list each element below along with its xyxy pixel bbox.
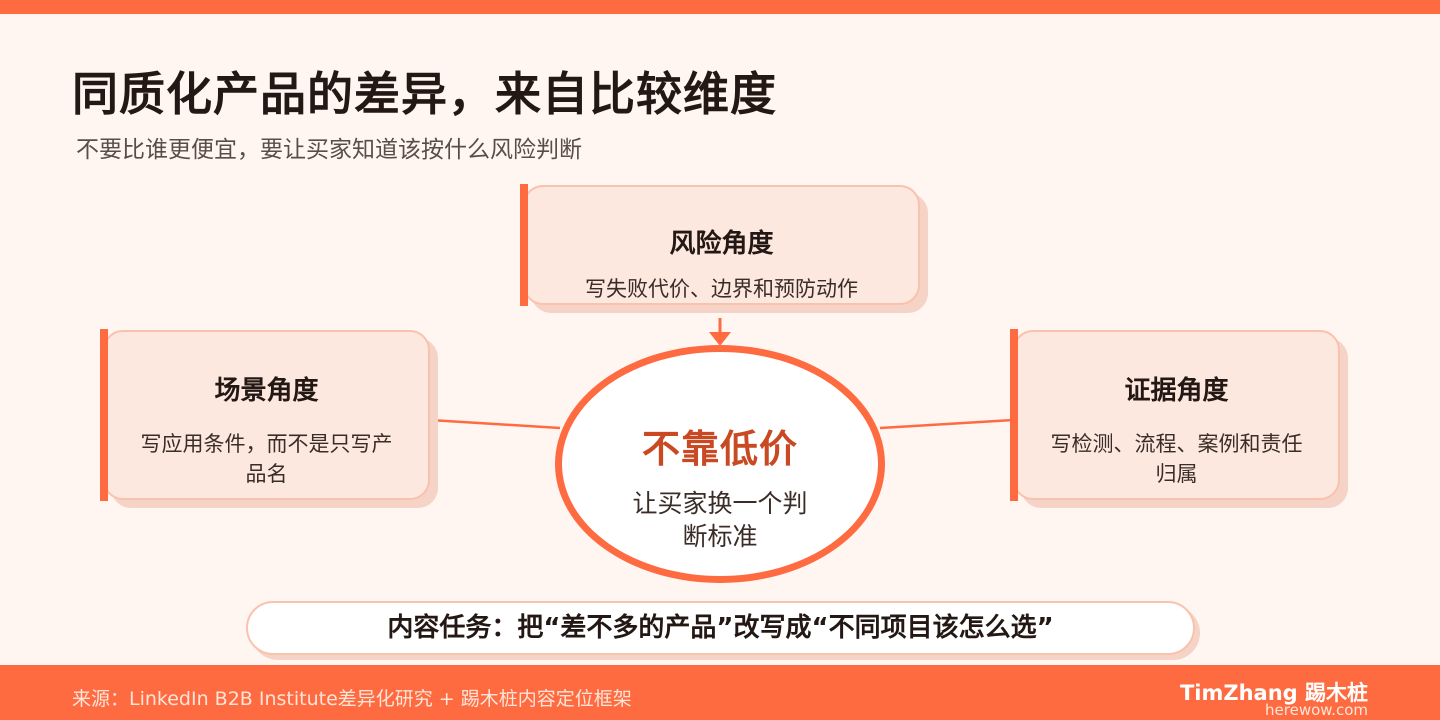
center-text: 让买家换一个判断标准 — [632, 489, 808, 551]
card-accent-bar — [1010, 329, 1018, 501]
brand-logo: TimZhang 踢木桩 — [1179, 681, 1368, 705]
scene-angle-card: 场景角度 写应用条件，而不是只写产品名 — [100, 329, 430, 501]
scene-angle-text: 写应用条件，而不是只写产品名 — [140, 432, 393, 486]
evidence-angle-text: 写检测、流程、案例和责任归属 — [1050, 432, 1303, 486]
arrow-down-icon — [709, 332, 731, 346]
page-subtitle: 不要比谁更便宜，要让买家知道该按什么风险判断 — [76, 137, 582, 163]
card-accent-bar — [100, 329, 108, 501]
risk-angle-card: 风险角度 写失败代价、边界和预防动作 — [520, 184, 920, 306]
brand-url: herewow.com — [1265, 701, 1368, 719]
task-banner: 内容任务：把“差不多的产品”改写成“不同项目该怎么选” — [246, 601, 1195, 655]
risk-angle-text: 写失败代价、边界和预防动作 — [585, 277, 858, 301]
task-text: 内容任务：把“差不多的产品”改写成“不同项目该怎么选” — [387, 613, 1054, 643]
top-accent-bar — [0, 0, 1440, 14]
connector-scene-line — [429, 418, 561, 430]
connector-evidence-line — [879, 418, 1014, 430]
risk-angle-title: 风险角度 — [669, 229, 774, 259]
source-text: 来源：LinkedIn B2B Institute差异化研究 + 踢木桩内容定位… — [72, 688, 632, 710]
card-accent-bar — [520, 184, 528, 306]
evidence-angle-card: 证据角度 写检测、流程、案例和责任归属 — [1010, 329, 1340, 501]
evidence-angle-title: 证据角度 — [1124, 376, 1229, 406]
center-ellipse: 不靠低价 让买家换一个判断标准 — [555, 345, 885, 583]
center-title: 不靠低价 — [641, 427, 798, 471]
scene-angle-title: 场景角度 — [214, 376, 319, 406]
page-title: 同质化产品的差异，来自比较维度 — [72, 67, 777, 121]
footer-bar: 来源：LinkedIn B2B Institute差异化研究 + 踢木桩内容定位… — [0, 665, 1440, 720]
